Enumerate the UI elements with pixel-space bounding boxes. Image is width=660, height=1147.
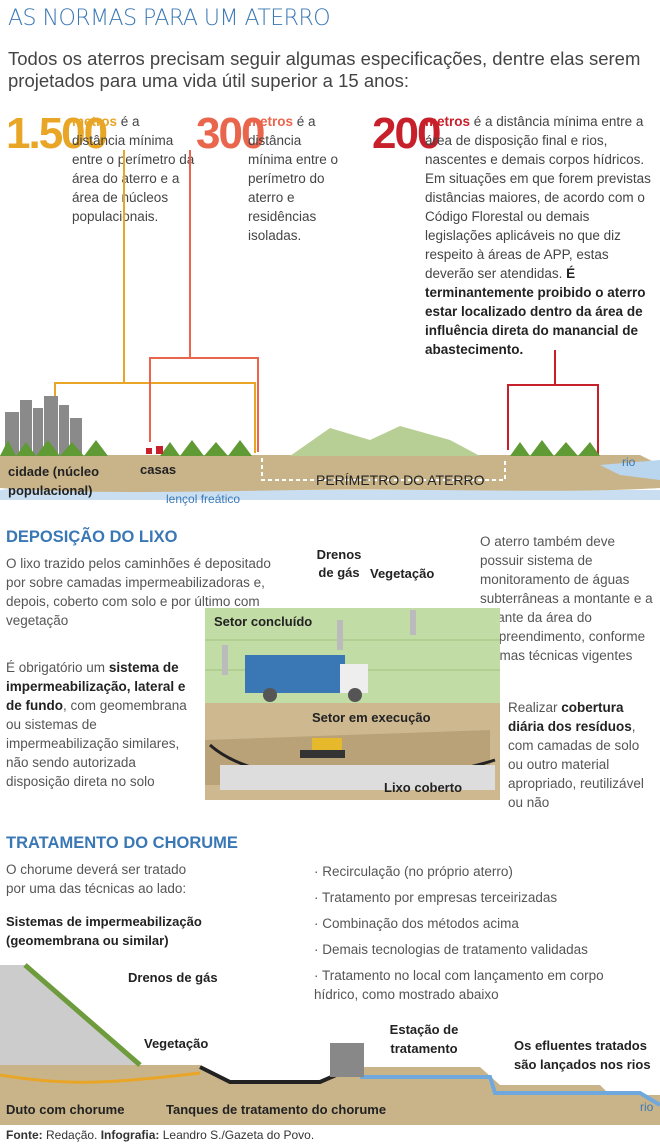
source-label: Fonte:: [6, 1128, 43, 1142]
distance-unit: metros: [248, 114, 294, 129]
leachate-pipe: [0, 1071, 201, 1084]
gas-drain-icons: [222, 610, 416, 675]
sector-active-label: Setor em execução: [312, 710, 431, 725]
perimeter-line: [261, 458, 506, 481]
landfill-mound: [290, 426, 480, 456]
vegetation-layer: [23, 963, 142, 1067]
tanks: [199, 1065, 351, 1084]
gas-drains-label: Drenos de gás: [316, 547, 362, 580]
leachate-methods-list: · Recirculação (no próprio aterro) · Tra…: [314, 862, 614, 1011]
station-label: Estação de tratamento: [389, 1022, 459, 1056]
pipe-label: Duto com chorume: [6, 1102, 125, 1117]
list-item: · Demais tecnologias de tratamento valid…: [314, 942, 588, 957]
distance-lines: [54, 150, 599, 462]
page-title: AS NORMAS PARA UM ATERRO: [8, 6, 331, 31]
deposition-text-1: O lixo trazido pelos caminhões é deposit…: [6, 556, 271, 628]
effluents-label: Os efluentes tratados são lançados nos r…: [514, 1038, 651, 1072]
credit: Leandro S./Gazeta do Povo.: [162, 1128, 315, 1142]
grass: [0, 440, 600, 456]
list-item: · Tratamento no local com lançamento em …: [314, 968, 604, 1002]
water-table-label: lençol freático: [166, 492, 241, 506]
effluent-channel: [360, 1075, 660, 1107]
list-item-text: Demais tecnologias de tratamento validad…: [322, 942, 588, 957]
source: Redação.: [46, 1128, 98, 1142]
truck-icon: [245, 655, 368, 702]
covered-waste-label: Lixo coberto: [384, 780, 463, 795]
leachate-intro: O chorume deverá ser tratado por uma das…: [6, 862, 187, 896]
river: [600, 460, 660, 480]
deposition-diagram: [205, 608, 500, 800]
station-building: [330, 1043, 364, 1077]
leachate-title: TRATAMENTO DO CHORUME: [6, 834, 238, 852]
systems-label: Sistemas de impermeabilização (geomembra…: [6, 914, 202, 948]
distance-number-200: 200: [372, 109, 441, 158]
city-label: cidade (núcleo populacional): [8, 464, 100, 498]
distance-number-300: 300: [196, 109, 265, 158]
text-part: , com camadas de solo ou outro material …: [508, 719, 644, 810]
ground: [0, 455, 660, 492]
footer-credits: Fonte: Redação. Infografia: Leandro S./G…: [6, 1128, 314, 1142]
vegetation-label: Vegetação: [370, 566, 435, 581]
sector-done-label: Setor concluído: [214, 614, 313, 629]
landfill-cross-section: [0, 965, 140, 1065]
river-label: rio: [622, 455, 636, 469]
deposition-title: DEPOSIÇÃO DO LIXO: [6, 528, 178, 546]
river-label-2: rio: [640, 1100, 654, 1114]
credit-label: Infografia:: [100, 1128, 160, 1142]
houses-label: casas: [140, 462, 177, 477]
list-item-text: Combinação dos métodos acima: [322, 916, 519, 931]
distance-warning: É terminantemente proibido o aterro esta…: [425, 266, 646, 357]
list-item: · Tratamento por empresas terceirizadas: [314, 890, 558, 905]
deposition-text-3: O aterro também deve possuir sistema de …: [480, 534, 653, 663]
tanks-label: Tanques de tratamento do chorume: [166, 1102, 387, 1117]
distance-text-200: metros é a distância mínima entre a área…: [425, 112, 659, 359]
waste-layer: [220, 765, 495, 790]
distance-description: é a distância mínima entre o perímetro d…: [248, 114, 339, 243]
list-item-text: Tratamento no local com lançamento em co…: [314, 968, 604, 1002]
houses: [146, 446, 163, 454]
distance-description: é a distância mínima entre a área de dis…: [425, 114, 651, 281]
ground-profile: [0, 1065, 660, 1125]
deposition-text-2: É obrigatório um sistema de impermeabili…: [6, 658, 196, 791]
leachate-diagram: [0, 963, 660, 1125]
distance-unit: metros: [72, 114, 118, 129]
landscape-diagram: [0, 150, 660, 500]
distance-text-300: metros é a distância mínima entre o perí…: [248, 112, 348, 245]
perimeter-label: PERÍMETRO DO ATERRO: [316, 472, 485, 488]
text-part: , com geomembrana ou sistemas de imperme…: [6, 698, 187, 789]
list-item: · Recirculação (no próprio aterro): [314, 864, 513, 879]
bulldozer-icon: [300, 738, 345, 758]
list-item: · Combinação dos métodos acima: [314, 916, 519, 931]
gas-drains-label-2: Drenos de gás: [128, 970, 218, 985]
intro-text: Todos os aterros precisam seguir algumas…: [8, 48, 641, 91]
text-bold: sistema de impermeabilização, lateral e …: [6, 660, 186, 713]
distance-text-1500: metros é a distância mínima entre o perí…: [72, 112, 196, 226]
distance-description: é a distância mínima entre o perímetro d…: [72, 114, 195, 224]
text-part: Realizar: [508, 700, 562, 715]
text-part: É obrigatório um: [6, 660, 109, 675]
text-bold: cobertura diária dos resíduos: [508, 700, 632, 734]
list-item-text: Tratamento por empresas terceirizadas: [322, 890, 558, 905]
distance-unit: metros: [425, 114, 471, 129]
list-item-text: Recirculação (no próprio aterro): [322, 864, 513, 879]
vegetation-label-2: Vegetação: [144, 1036, 209, 1051]
distance-number-1500: 1.500: [6, 109, 108, 158]
deposition-text-4: Realizar cobertura diária dos resíduos, …: [508, 698, 658, 812]
